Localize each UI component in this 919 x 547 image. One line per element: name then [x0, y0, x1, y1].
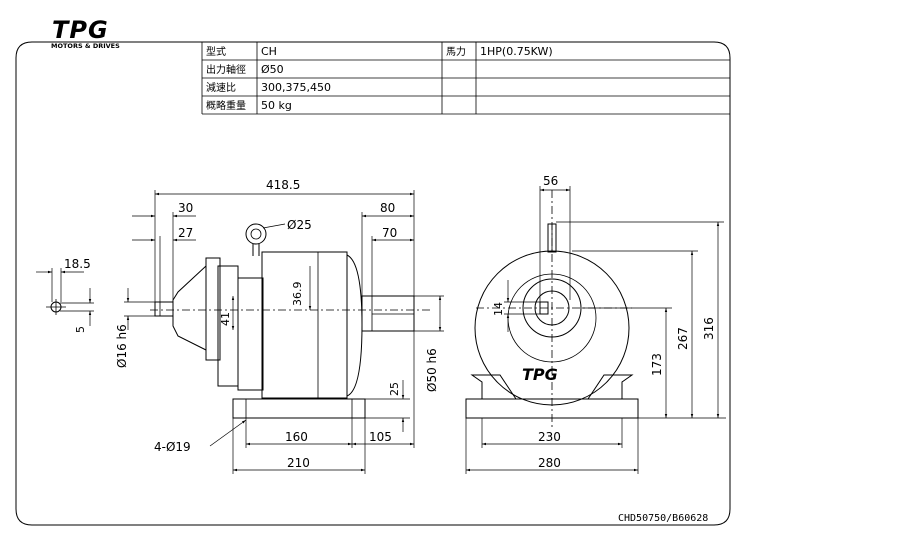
spec-label-hp: 馬力 — [446, 45, 466, 58]
spec-label-ratio: 減速比 — [206, 81, 236, 94]
spec-table: 型式 CH 出力軸徑 Ø50 減速比 300,375,450 概略重量 50 k… — [201, 42, 730, 115]
side-base — [232, 398, 366, 419]
dim-14: 14 — [492, 302, 505, 316]
dim-30: 30 — [178, 201, 193, 215]
spec-label-shaft: 出力軸徑 — [206, 63, 246, 76]
dim-267: 267 — [676, 327, 690, 350]
dim-25: 25 — [388, 382, 401, 396]
dim-input-shaft: Ø16 h6 — [115, 324, 129, 368]
dim-160: 160 — [285, 430, 308, 444]
dim-316: 316 — [702, 317, 716, 340]
dim-173: 173 — [650, 353, 664, 376]
dim-70: 70 — [382, 226, 397, 240]
dim-80: 80 — [380, 201, 395, 215]
front-body-logo: TPG — [522, 365, 558, 384]
spec-value-weight: 50 kg — [261, 99, 292, 112]
drawing-frame — [15, 41, 731, 526]
spec-value-hp: 1HP(0.75KW) — [480, 45, 553, 58]
drawing-number: CHD50750/B60628 — [618, 513, 708, 524]
front-view: TPG 56 14 173 267 316 230 — [465, 174, 726, 474]
dim-overall-length: 418.5 — [266, 178, 300, 192]
dim-56: 56 — [543, 174, 558, 188]
dim-output-shaft: Ø50 h6 — [425, 348, 439, 392]
dim-105: 105 — [369, 430, 392, 444]
spec-value-ratio: 300,375,450 — [261, 81, 331, 94]
side-view: 418.5 80 70 30 27 Ø25 36.9 41 Ø16 h — [115, 178, 444, 474]
spec-label-weight: 概略重量 — [206, 99, 246, 112]
key-detail: 18.5 5 — [36, 257, 94, 333]
spec-value-model: CH — [261, 45, 277, 58]
dim-41: 41 — [219, 312, 232, 326]
dim-key-18-5: 18.5 — [64, 257, 91, 271]
logo-mark: TPG — [52, 16, 109, 44]
dim-eyebolt: Ø25 — [287, 218, 312, 232]
company-logo: TPG MOTORS & DRIVES — [50, 16, 128, 50]
spec-label-model: 型式 — [206, 45, 226, 58]
dim-27: 27 — [178, 226, 193, 240]
dim-210: 210 — [287, 456, 310, 470]
spec-value-shaft: Ø50 — [261, 63, 284, 76]
dim-36-9: 36.9 — [291, 282, 304, 307]
dim-key-5: 5 — [74, 326, 87, 333]
dim-bolt-holes: 4-Ø19 — [154, 440, 191, 454]
logo-subtitle: MOTORS & DRIVES — [51, 42, 120, 50]
dim-280: 280 — [538, 456, 561, 470]
dim-230: 230 — [538, 430, 561, 444]
